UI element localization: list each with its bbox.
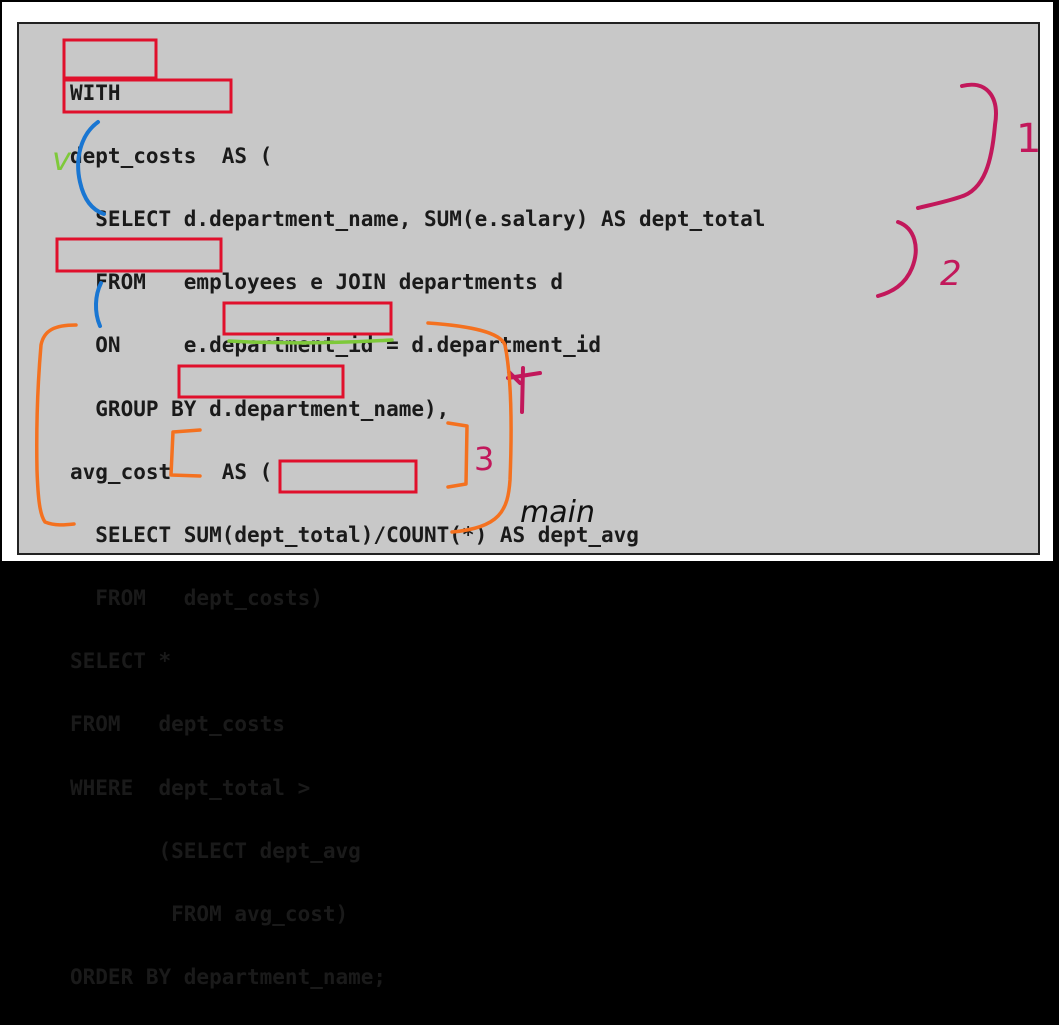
- bracket-1-mark: [916, 82, 998, 210]
- green-underline: [227, 338, 394, 345]
- label-4: 4: [0, 0, 1, 1]
- label-3: 3: [474, 440, 494, 478]
- highlight-box-dept-costs-ref1: [222, 301, 393, 336]
- code-line-group-by: GROUP BY d.department_name),: [70, 396, 450, 421]
- highlight-box-avg-cost-ref: [278, 459, 418, 494]
- annotation-layer: 1 2 4 v 3 main: [0, 0, 1041, 534]
- highlight-box-with: [62, 38, 158, 80]
- green-checkmark: v: [52, 140, 72, 178]
- arrow-4-mark: [506, 366, 542, 414]
- blue-bracket-cte2: [94, 281, 103, 328]
- code-line-where: WHERE dept_total >: [70, 775, 311, 800]
- code-line-select-avg: SELECT SUM(dept_total)/COUNT(*) AS dept_…: [70, 522, 639, 547]
- code-line-main-from: FROM dept_costs: [70, 712, 285, 737]
- code-line-dept-costs-as: dept_costs AS (: [70, 143, 273, 168]
- code-line-avg-cost-as: avg_cost AS (: [70, 459, 273, 484]
- code-line-order-by: ORDER BY department_name;: [70, 965, 387, 990]
- code-line-from-join: FROM employees e JOIN departments d: [70, 270, 564, 295]
- code-line-from-dept-costs: FROM dept_costs): [70, 586, 323, 611]
- label-main: main: [520, 495, 595, 530]
- code-line-subquery-select: (SELECT dept_avg: [70, 838, 361, 863]
- orange-bracket-sub-right: [446, 421, 469, 489]
- highlight-box-avg-cost-def: [55, 237, 223, 273]
- blue-bracket-cte1: [76, 120, 106, 216]
- orange-bracket-main-right: [426, 321, 513, 534]
- label-2: 2: [940, 254, 962, 294]
- code-line-select-sum: SELECT d.department_name, SUM(e.salary) …: [70, 206, 766, 231]
- orange-bracket-main-left: [34, 323, 78, 527]
- code-line-main-select: SELECT *: [70, 649, 172, 674]
- label-1: 1: [1016, 116, 1041, 162]
- bracket-2-mark: [876, 220, 918, 298]
- code-line-with: WITH: [70, 80, 121, 105]
- highlight-box-dept-costs-ref2: [177, 364, 345, 399]
- code-line-subquery-from: FROM avg_cost): [70, 902, 349, 927]
- highlight-box-dept-costs-def: [62, 78, 233, 114]
- orange-bracket-sub-left: [169, 428, 202, 478]
